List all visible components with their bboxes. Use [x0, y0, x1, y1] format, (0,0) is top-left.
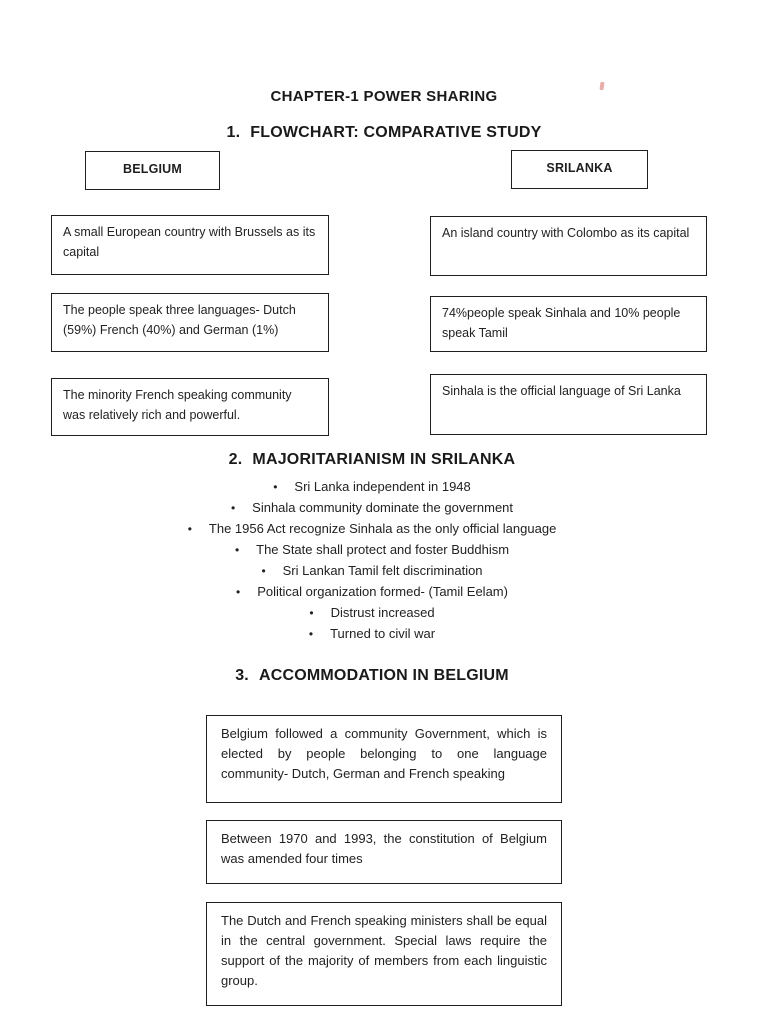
bullet-item: • Sinhala community dominate the governme… [0, 497, 744, 518]
bullet-icon: • [309, 606, 314, 620]
accommodation-box-2: Between 1970 and 1993, the constitution … [206, 820, 562, 884]
bullet-item: • The State shall protect and foster Budd… [0, 539, 744, 560]
bullet-icon: • [230, 501, 236, 515]
bullet-icon: • [234, 543, 240, 557]
bullet-text: Sri Lankan Tamil felt discrimination [282, 563, 483, 578]
section1-heading-text: FLOWCHART: COMPARATIVE STUDY [250, 124, 542, 141]
section3-heading: 3. ACCOMMODATION IN BELGIUM [0, 667, 744, 685]
flowchart-box-text: Sinhala is the official language of Sri … [442, 384, 681, 398]
flowchart-header-belgium: BELGIUM [85, 151, 220, 190]
bullet-text: Distrust increased [330, 605, 435, 620]
flowchart-box-belgium-1: A small European country with Brussels a… [51, 215, 329, 275]
section3-heading-text: ACCOMMODATION IN BELGIUM [258, 667, 509, 684]
flowchart-box-srilanka-1: An island country with Colombo as its ca… [430, 216, 707, 276]
section3-number: 3. [235, 667, 249, 684]
accommodation-box-text: Between 1970 and 1993, the constitution … [221, 831, 547, 866]
majoritarianism-bullet-list: • Sri Lanka independent in 1948 • Sinhala … [0, 476, 744, 644]
belgium-label: BELGIUM [122, 162, 183, 176]
bullet-item: • Distrust increased [0, 602, 744, 623]
bullet-text: Sri Lanka independent in 1948 [294, 479, 471, 494]
accommodation-box-1: Belgium followed a community Government,… [206, 715, 562, 803]
bullet-item: • The 1956 Act recognize Sinhala as the o… [0, 518, 744, 539]
bullet-text: Turned to civil war [330, 626, 436, 641]
section2-number: 2. [228, 451, 243, 468]
bullet-text: Sinhala community dominate the governmen… [252, 500, 514, 515]
flowchart-box-text: An island country with Colombo as its ca… [442, 226, 690, 240]
flowchart-box-belgium-3: The minority French speaking community w… [51, 378, 329, 436]
accommodation-box-text: Belgium followed a community Government,… [221, 726, 547, 781]
flowchart-box-belgium-2: The people speak three languages- Dutch … [51, 293, 329, 352]
page-title: CHAPTER-1 POWER SHARING [270, 88, 498, 105]
accommodation-box-3: The Dutch and French speaking ministers … [206, 902, 562, 1006]
bullet-icon: • [273, 480, 278, 494]
bullet-icon: • [308, 627, 314, 641]
section1-heading: 1. FLOWCHART: COMPARATIVE STUDY [0, 124, 768, 142]
flowchart-box-srilanka-3: Sinhala is the official language of Sri … [430, 374, 707, 435]
bullet-icon: • [261, 564, 266, 578]
bullet-icon: • [187, 522, 192, 536]
bullet-text: The 1956 Act recognize Sinhala as the on… [208, 521, 557, 536]
bullet-icon: • [236, 585, 241, 599]
section2-heading-text: MAJORITARIANISM IN SRILANKA [252, 451, 516, 468]
bullet-item: • Sri Lankan Tamil felt discrimination [0, 560, 744, 581]
bullet-text: Political organization formed- (Tamil Ee… [257, 584, 508, 599]
bullet-text: The State shall protect and foster Buddh… [256, 542, 510, 557]
flowchart-box-text: A small European country with Brussels a… [63, 225, 316, 259]
flowchart-header-srilanka: SRILANKA [511, 150, 648, 189]
flowchart-box-text: 74%people speak Sinhala and 10% people s… [442, 306, 681, 340]
bullet-item: • Sri Lanka independent in 1948 [0, 476, 744, 497]
flowchart-box-text: The people speak three languages- Dutch … [63, 303, 296, 337]
section1-number: 1. [226, 124, 241, 141]
flowchart-box-srilanka-2: 74%people speak Sinhala and 10% people s… [430, 296, 707, 352]
srilanka-label: SRILANKA [546, 161, 613, 175]
flowchart-box-text: The minority French speaking community w… [63, 388, 292, 422]
bullet-item: • Turned to civil war [0, 623, 744, 644]
accommodation-box-text: The Dutch and French speaking ministers … [221, 913, 547, 988]
section2-heading: 2. MAJORITARIANISM IN SRILANKA [0, 451, 744, 469]
bullet-item: • Political organization formed- (Tamil E… [0, 581, 744, 602]
